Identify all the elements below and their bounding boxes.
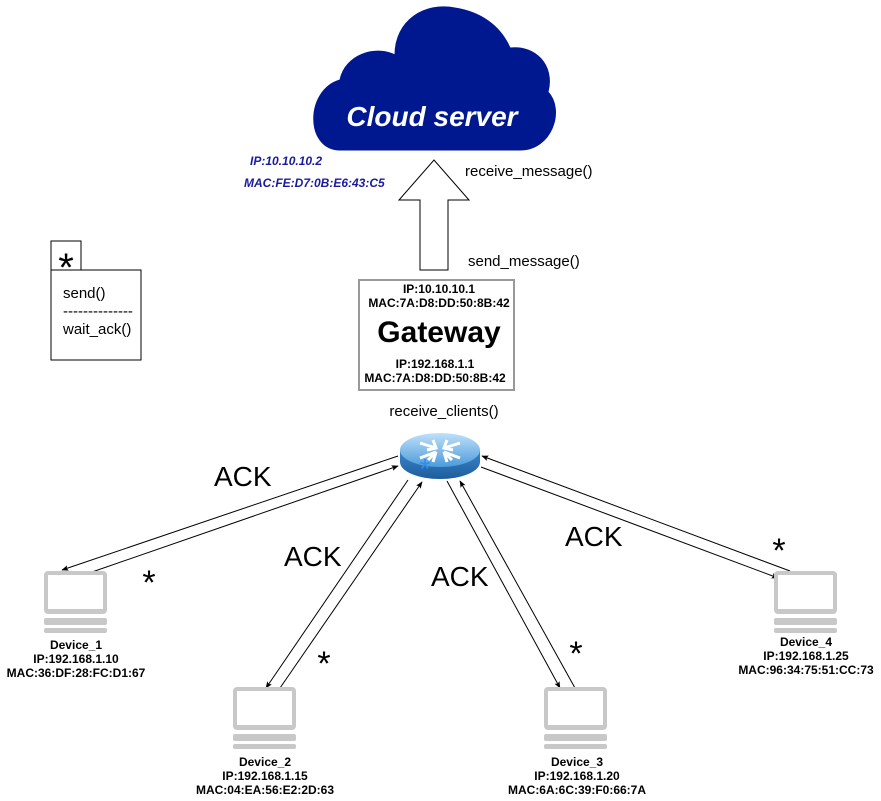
router-icon: * bbox=[400, 433, 480, 484]
gateway-top-mac: MAC:7A:D8:DD:50:8B:42 bbox=[368, 296, 510, 310]
device-3-ip: IP:192.168.1.20 bbox=[534, 769, 620, 783]
device-3-name: Device_3 bbox=[551, 755, 603, 769]
legend-symbol: * bbox=[58, 246, 74, 290]
star-device2: * bbox=[317, 645, 330, 683]
legend-line-2: wait_ack() bbox=[62, 321, 131, 338]
device-1-ip: IP:192.168.1.10 bbox=[33, 652, 119, 666]
star-device3: * bbox=[569, 635, 582, 673]
gateway-top-ip: IP:10.10.10.1 bbox=[403, 282, 475, 296]
laptop-icon bbox=[233, 687, 296, 749]
device-4-name: Device_4 bbox=[780, 635, 832, 649]
legend-body bbox=[50, 269, 142, 361]
device-4-ip: IP:192.168.1.25 bbox=[763, 649, 849, 663]
legend: * send() -------------- wait_ack() bbox=[50, 240, 142, 361]
legend-line-1: send() bbox=[63, 285, 106, 302]
gateway-box bbox=[358, 279, 515, 391]
link-device1-ack bbox=[61, 455, 399, 571]
cloud-ip: IP:10.10.10.2 bbox=[250, 154, 322, 168]
send-message-label: send_message() bbox=[468, 253, 580, 270]
link-device2-ack bbox=[265, 479, 409, 689]
device-1-name: Device_1 bbox=[50, 638, 102, 652]
device-2 bbox=[233, 687, 296, 749]
legend-separator: -------------- bbox=[63, 303, 133, 320]
receive-clients-label: receive_clients() bbox=[389, 403, 498, 420]
device-2-ip: IP:192.168.1.15 bbox=[222, 769, 308, 783]
gateway: IP:10.10.10.1 MAC:7A:D8:DD:50:8B:42 Gate… bbox=[358, 279, 515, 391]
link-device3-ack bbox=[446, 480, 561, 689]
device-1 bbox=[44, 571, 107, 633]
device-4 bbox=[774, 571, 837, 633]
laptop-icon bbox=[774, 571, 837, 633]
device-3 bbox=[544, 687, 607, 749]
receive-message-label: receive_message() bbox=[465, 163, 593, 180]
laptop-icon bbox=[44, 571, 107, 633]
link-device3-send bbox=[459, 480, 576, 689]
router-star: * bbox=[420, 453, 431, 484]
device-2-mac: MAC:04:EA:56:E2:2D:63 bbox=[196, 783, 334, 797]
legend-tab bbox=[50, 240, 82, 271]
ack-label-device1: ACK bbox=[214, 461, 272, 492]
gateway-bottom-mac: MAC:7A:D8:DD:50:8B:42 bbox=[364, 371, 506, 385]
link-device1-send bbox=[91, 465, 399, 573]
cloud-label: Cloud server bbox=[346, 101, 519, 132]
cloud-mac: MAC:FE:D7:0B:E6:43:C5 bbox=[244, 176, 385, 190]
cloud-shape bbox=[313, 6, 556, 151]
ack-label-device2: ACK bbox=[284, 541, 342, 572]
link-device4-send bbox=[481, 455, 791, 572]
device-2-name: Device_2 bbox=[239, 755, 291, 769]
device-4-mac: MAC:96:34:75:51:CC:73 bbox=[738, 663, 874, 677]
cloud-server: Cloud server bbox=[313, 6, 556, 151]
star-device4: * bbox=[772, 532, 785, 570]
upload-arrow bbox=[397, 159, 471, 271]
gateway-bottom-ip: IP:192.168.1.1 bbox=[396, 357, 475, 371]
link-device4-ack bbox=[480, 466, 779, 579]
laptop-icon bbox=[544, 687, 607, 749]
ack-label-device3: ACK bbox=[431, 561, 489, 592]
device-1-mac: MAC:36:DF:28:FC:D1:67 bbox=[7, 666, 146, 680]
link-device2-send bbox=[279, 481, 423, 689]
ack-label-device4: ACK bbox=[565, 521, 623, 552]
gateway-name: Gateway bbox=[377, 316, 501, 349]
links bbox=[61, 455, 791, 689]
device-3-mac: MAC:6A:6C:39:F0:66:7A bbox=[508, 783, 646, 797]
star-device1: * bbox=[142, 564, 155, 602]
